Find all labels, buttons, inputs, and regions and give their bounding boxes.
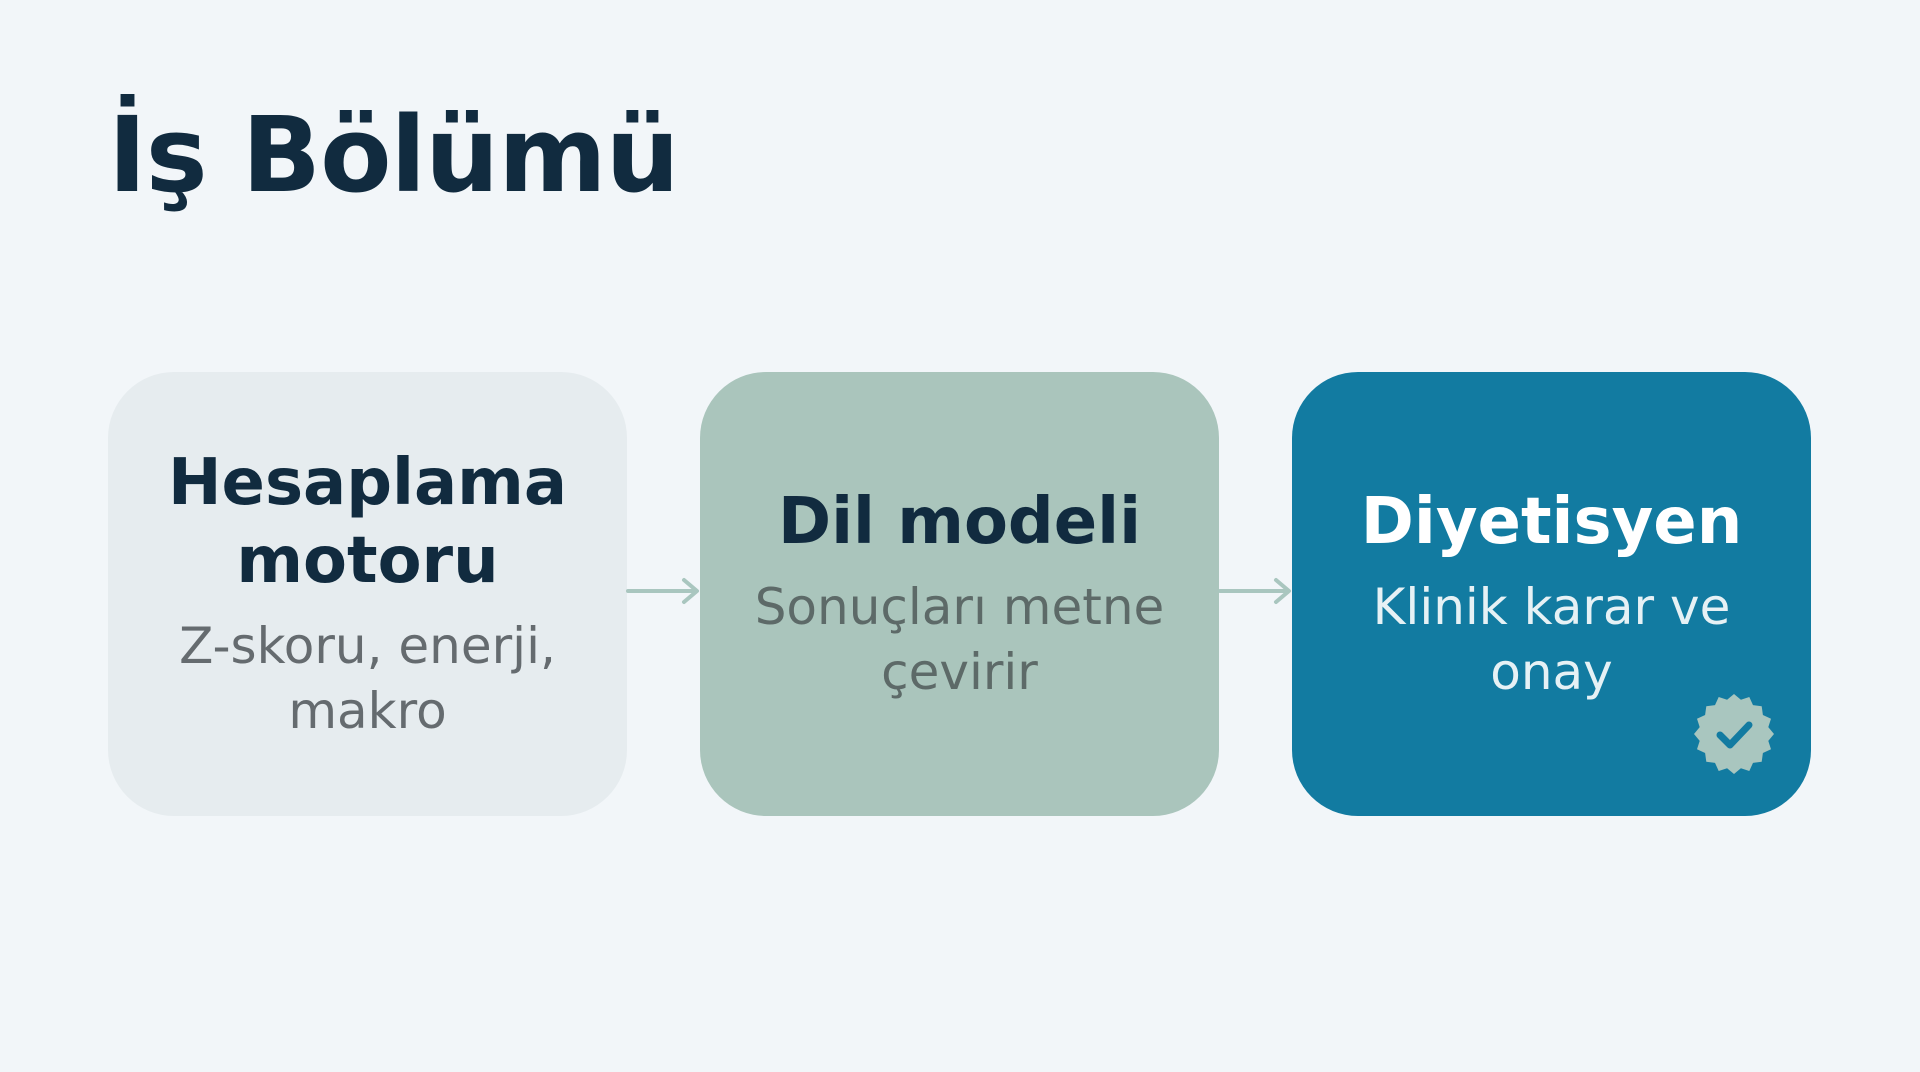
arrow-right-icon xyxy=(1218,578,1291,604)
step-card-calculation-engine: Hesaplama motoru Z-skoru, enerji, makro xyxy=(108,372,627,816)
arrow-right-icon xyxy=(626,578,699,604)
step-subtitle: Z-skoru, enerji, makro xyxy=(179,617,556,741)
verified-check-badge-icon xyxy=(1694,694,1774,774)
step-subtitle: Klinik karar ve onay xyxy=(1372,578,1731,702)
slide-title: İş Bölümü xyxy=(108,94,680,216)
step-title: Diyetisyen xyxy=(1360,484,1743,559)
step-card-dietitian: Diyetisyen Klinik karar ve onay xyxy=(1292,372,1811,816)
step-card-language-model: Dil modeli Sonuçları metne çevirir xyxy=(700,372,1219,816)
step-title: Hesaplama motoru xyxy=(167,445,568,598)
step-title: Dil modeli xyxy=(777,484,1142,559)
step-subtitle: Sonuçları metne çevirir xyxy=(754,578,1165,702)
